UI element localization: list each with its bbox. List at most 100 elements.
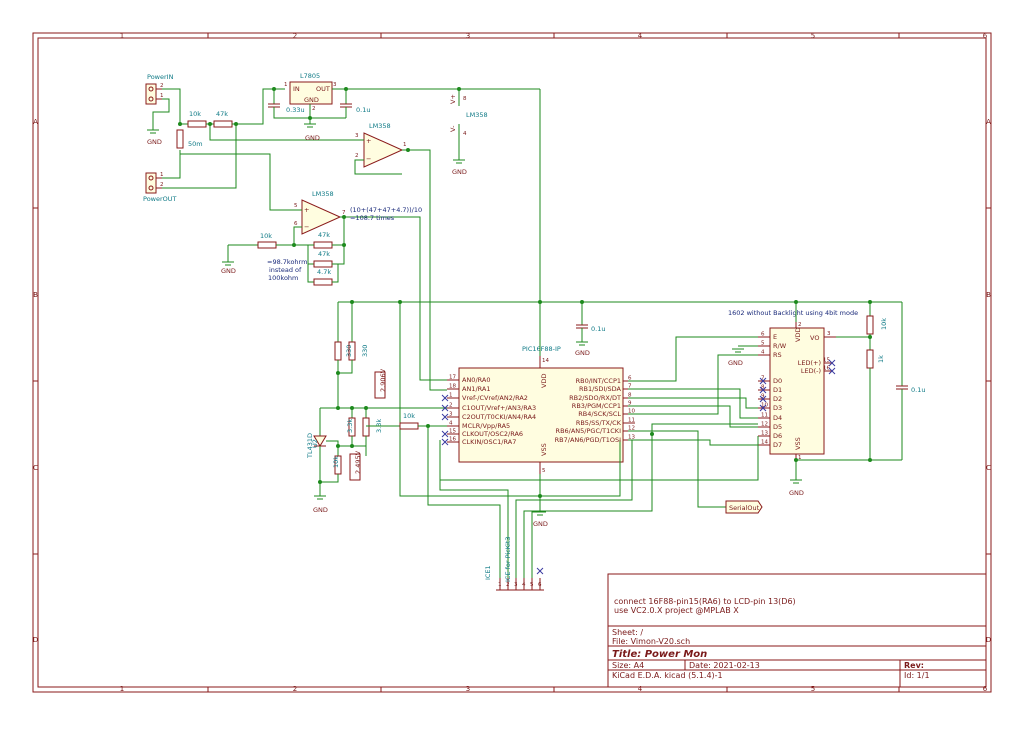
no-connect-marker: [828, 367, 836, 375]
resistor-47k-b: [313, 241, 333, 249]
svg-text:1: 1: [798, 455, 802, 461]
svg-text:IN: IN: [293, 85, 300, 93]
svg-text:3: 3: [333, 82, 337, 88]
lcd-pin-number: 13: [761, 431, 768, 437]
opamp-1: LM358 +− 3 2 1: [354, 122, 447, 391]
no-connect-marker: [759, 377, 767, 385]
svg-text:1: 1: [160, 93, 164, 99]
svg-text:14: 14: [542, 358, 549, 364]
lcd-title: 1602 without Backlight using 4bit mode: [728, 309, 858, 317]
note-line-1: connect 16F88-pin15(RA6) to LCD-pin 13(D…: [614, 597, 796, 606]
frame-col-4-bottom: 4: [638, 685, 643, 693]
svg-text:10k: 10k: [403, 412, 415, 420]
svg-text:3.3k: 3.3k: [346, 419, 354, 433]
svg-text:4.7k: 4.7k: [317, 268, 331, 276]
mcu-pin-label: RB6/AN5/PGC/T1CKI: [556, 427, 622, 435]
no-connect-marker: [759, 404, 767, 412]
svg-text:L7805: L7805: [300, 72, 320, 80]
svg-text:0.33u: 0.33u: [286, 106, 305, 114]
svg-text:1: 1: [498, 582, 502, 588]
svg-text:OUT: OUT: [316, 85, 330, 93]
svg-text:VSS: VSS: [794, 437, 802, 450]
lcd-pin-label: E: [773, 333, 777, 341]
no-connect-marker: [441, 430, 449, 438]
mcu-pin-number: 7: [628, 384, 632, 390]
mcu-pin-number: 11: [628, 418, 635, 424]
lcd-pin-number: 10: [761, 403, 768, 409]
svg-text:TL431D: TL431D: [306, 433, 314, 459]
no-connect-marker: [759, 386, 767, 394]
mcu-pin-label: C1OUT/Vref+/AN3/RA3: [462, 404, 536, 412]
svg-text:6: 6: [538, 582, 542, 588]
gnd-label-9: GND: [728, 359, 743, 367]
power-in-connector: [145, 83, 157, 105]
lcd-pin-label: D0: [773, 377, 782, 385]
svg-text:4: 4: [463, 131, 467, 137]
svg-text:10k: 10k: [880, 318, 888, 330]
svg-text:2.495V: 2.495V: [354, 450, 362, 474]
lcd-pin-number: 4: [761, 350, 765, 356]
mcu-pin-number: 1: [449, 393, 453, 399]
no-connect-marker: [441, 413, 449, 421]
mcu-pin-number: 16: [449, 437, 456, 443]
gnd-label-1: GND: [147, 138, 162, 146]
lcd-pin-label: D6: [773, 432, 782, 440]
svg-text:=98.7kohrm: =98.7kohrm: [267, 258, 307, 266]
gnd-label-6: GND: [313, 506, 328, 514]
gnd-label-4: GND: [221, 267, 236, 275]
frame-col-2-bottom: 2: [293, 685, 297, 693]
no-connect-marker: [441, 438, 449, 446]
frame-col-1-bottom: 1: [120, 685, 124, 693]
svg-text:50m: 50m: [188, 140, 203, 148]
size-label: Size: A4: [612, 661, 644, 670]
svg-text:3: 3: [514, 582, 518, 588]
svg-text:1k: 1k: [877, 355, 885, 363]
resistor-47k-a: [213, 120, 233, 128]
frame-row-b-right: B: [986, 291, 991, 299]
lcd-pin-number: 12: [761, 422, 768, 428]
mcu-pin-label: RB2/SDO/RX/DT: [569, 394, 621, 402]
no-connect-marker: [441, 394, 449, 402]
resistor-330-a: [334, 341, 342, 361]
frame-col-6-top: 6: [983, 32, 988, 40]
frame-row-b-left: B: [33, 291, 38, 299]
svg-text:1: 1: [403, 142, 407, 148]
serial-out-label[interactable]: [725, 500, 763, 514]
frame-row-a-left: A: [33, 118, 38, 126]
lcd-pin-number: 9: [761, 394, 765, 400]
file-label: File: Vimon-V20.sch: [612, 637, 690, 646]
lcd-pin-label: D7: [773, 441, 782, 449]
svg-text:V-: V-: [449, 125, 457, 132]
tool-label: KiCad E.D.A. kicad (5.1.4)-1: [612, 671, 723, 680]
svg-text:0.1u: 0.1u: [591, 325, 605, 333]
svg-text:10k: 10k: [189, 110, 201, 118]
svg-text:47k: 47k: [318, 250, 330, 258]
svg-text:ICE for PicKit3: ICE for PicKit3: [504, 536, 512, 582]
svg-text:SerialOut: SerialOut: [729, 504, 760, 512]
mcu-pin-label: RB3/PGM/CCP1: [572, 402, 621, 410]
mcu-pin-number: 3: [449, 412, 453, 418]
svg-text:0.1u: 0.1u: [356, 106, 370, 114]
svg-text:ICE1: ICE1: [484, 565, 492, 580]
svg-text:VDD: VDD: [794, 328, 802, 342]
gnd-label-8: GND: [789, 489, 804, 497]
mcu-pin-number: 2: [449, 403, 453, 409]
pic16f88-body: [458, 367, 624, 463]
svg-text:LM358: LM358: [312, 190, 334, 198]
mcu-pin-number: 18: [449, 384, 456, 390]
frame-row-d-left: D: [33, 636, 38, 644]
svg-text:3: 3: [827, 331, 831, 337]
gnd-label-3: GND: [452, 168, 467, 176]
frame-col-3-top: 3: [466, 32, 470, 40]
mcu-pin-label: RB5/SS/TX/CK: [576, 419, 622, 427]
lcd-pin-number: 11: [761, 413, 768, 419]
rev-label: Rev:: [904, 661, 924, 670]
mcu-pin-number: 13: [628, 435, 635, 441]
frame-row-a-right: A: [986, 118, 991, 126]
svg-text:−: −: [366, 155, 371, 163]
svg-text:47k: 47k: [216, 110, 228, 118]
power-in-label: PowerIN: [147, 73, 174, 81]
svg-text:−: −: [304, 223, 309, 231]
